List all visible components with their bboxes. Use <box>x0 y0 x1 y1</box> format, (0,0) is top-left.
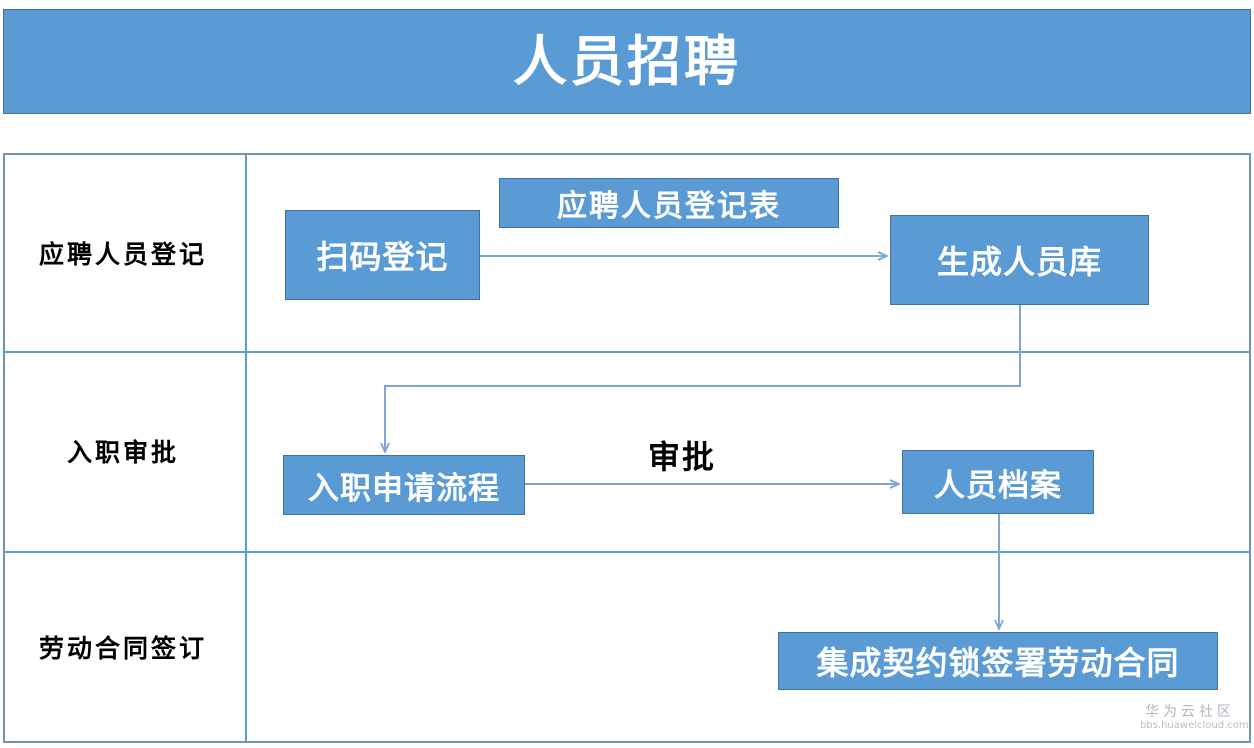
node-scan-register[interactable]: 扫码登记 <box>285 210 480 300</box>
row-label-labor-contract: 劳动合同签订 <box>38 634 207 663</box>
watermark-title: 华为云社区 <box>1145 704 1235 720</box>
watermark-url: bbs.huaweicloud.com <box>1140 720 1249 732</box>
row-label-onboarding-approval: 入职审批 <box>66 438 179 467</box>
row-divider-2 <box>5 551 1249 553</box>
header-band: 人员招聘 <box>3 9 1251 114</box>
page-title: 人员招聘 <box>513 29 741 93</box>
node-entry-application-flow[interactable]: 入职申请流程 <box>283 455 525 515</box>
node-registration-form[interactable]: 应聘人员登记表 <box>499 178 839 228</box>
column-divider <box>245 155 247 741</box>
node-personnel-archive[interactable]: 人员档案 <box>902 450 1094 514</box>
row-label-recruitment-registration: 应聘人员登记 <box>38 240 207 269</box>
watermark: 华为云社区 bbs.huaweicloud.com <box>1140 704 1249 732</box>
node-sign-labor-contract[interactable]: 集成契约锁签署劳动合同 <box>778 632 1218 690</box>
edge-label-approve: 审批 <box>648 438 717 476</box>
row-divider-1 <box>5 351 1249 353</box>
node-generate-pool[interactable]: 生成人员库 <box>890 215 1149 305</box>
